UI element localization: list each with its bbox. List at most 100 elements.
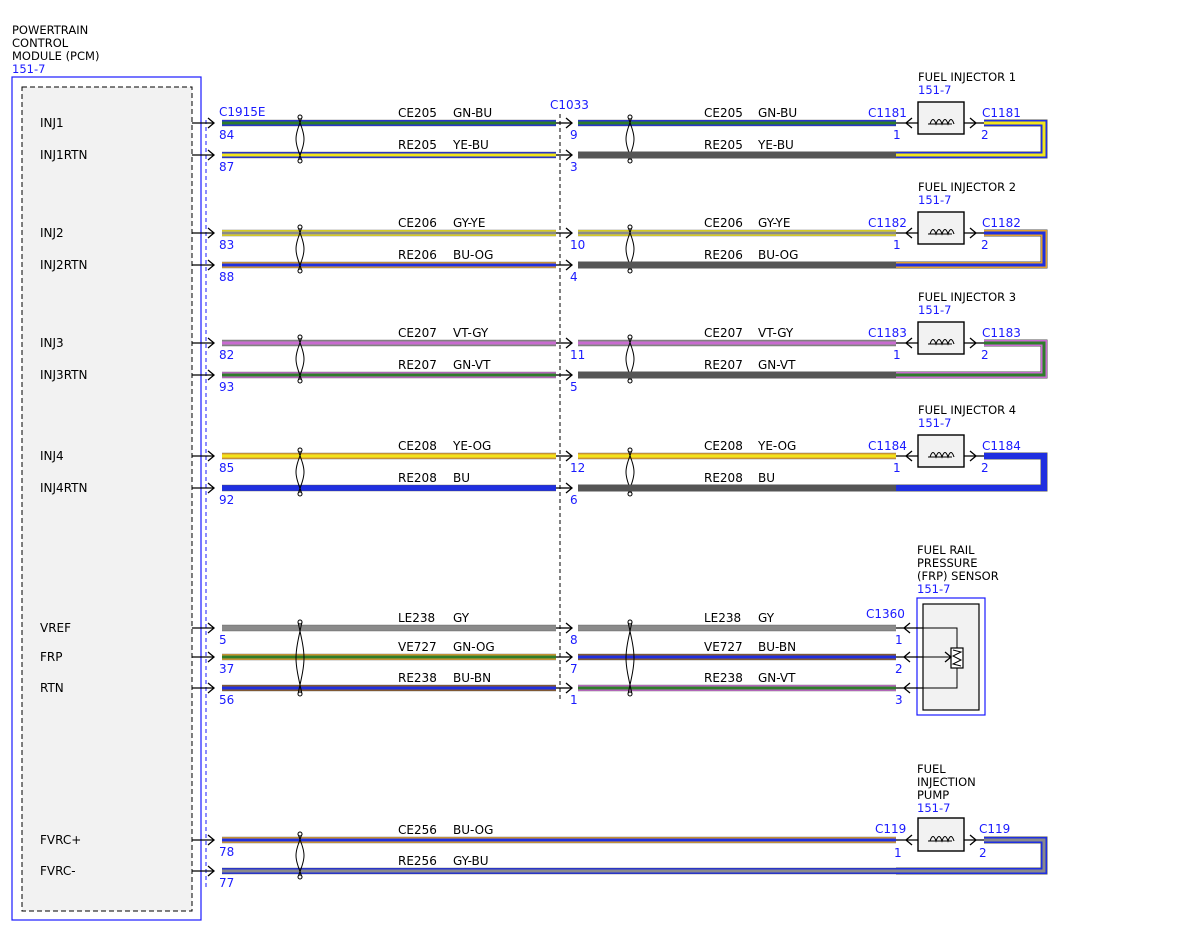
wire-frp-1-segment-b (578, 624, 896, 632)
wire-3-1-arrow-inline (565, 337, 574, 349)
wire-3-2-segment-a-core (222, 373, 556, 377)
wire-4-2-arrow-inline (565, 482, 574, 494)
injector-ref: 151-7 (918, 416, 951, 430)
wire-4-2-circuit-2: RE208 (704, 471, 743, 485)
twist-pcm-side-1-end-top (297, 114, 303, 120)
wire-frp-2-circuit-2: VE727 (704, 640, 743, 654)
loop-outline (578, 452, 1048, 492)
wire-frp-2-arrow-pcm (207, 651, 216, 663)
wire-frp-1-segment-a-core (222, 626, 556, 630)
wire-frp-1-circuit-2: LE238 (704, 611, 741, 625)
pcm-ref: 151-7 (12, 62, 45, 76)
wire-2-1-pin-name: INJ2 (40, 226, 64, 240)
injector-connector-right: C1181 (982, 106, 1021, 120)
wire-2-2-arrow-pcm (207, 259, 216, 271)
wire-frp-2-segment-a (222, 653, 556, 661)
injector-pin-2: 2 (981, 461, 989, 475)
wire-1-1-inline-pin: 9 (570, 128, 578, 142)
frp-arrow-2 (902, 651, 911, 663)
wire-frp-1-color: GY (453, 611, 470, 625)
wire-1-1-color-2: GN-BU (758, 106, 797, 120)
wire-frp-1-arrow-pcm (207, 622, 216, 634)
inline-connector: C1033 (550, 98, 589, 700)
injector-body (917, 321, 965, 355)
wire-2-1-segment-b-core (578, 231, 896, 235)
twist-pcm-side-3-end-top (297, 334, 303, 340)
wire-pump-2-segment (222, 867, 896, 875)
wire-3-1-segment-a-core (222, 341, 556, 345)
resistor-zigzag-icon (943, 649, 963, 667)
wire-frp-1-segment-b-core (578, 626, 896, 630)
wire-4-1-segment-a (222, 452, 556, 460)
frp-arrow-3 (902, 682, 911, 694)
wire-frp-3-circuit-2: RE238 (704, 671, 743, 685)
injector-connector-left: C1181 (868, 106, 907, 120)
wire-4-2-circuit: RE208 (398, 471, 437, 485)
wire-frp-3-arrow-inline (565, 682, 574, 694)
injector-connector-right: C1183 (982, 326, 1021, 340)
twist-injector-side-2-end-top (627, 224, 633, 230)
twist-pcm-side-2 (295, 226, 305, 272)
wire-frp-2-inline-pin: 7 (570, 662, 578, 676)
twist-injector-side-4-end-top (627, 447, 633, 453)
pump-loop-core (896, 838, 1046, 873)
pump-connector-left: C119 (875, 822, 906, 836)
wire-1-1-color: GN-BU (453, 106, 492, 120)
twist-frp-pcm-side-end-bottom (297, 691, 303, 697)
pump-pin-2: 2 (979, 846, 987, 860)
frp-pin-3: 3 (895, 693, 903, 707)
wire-2-1-arrow-pcm (207, 227, 216, 239)
pump-name-line-1: FUEL (917, 762, 946, 776)
wire-4-2-segment-a (222, 484, 556, 492)
wire-frp-2-pin-name: FRP (40, 650, 62, 664)
wire-2-1-inline-pin: 10 (570, 238, 585, 252)
twist-pump (295, 833, 305, 878)
frp-internal-traces (923, 627, 958, 689)
wire-frp-3-segment-b (578, 684, 896, 692)
wire-3-2-circuit: RE207 (398, 358, 437, 372)
pcm-connector-label: C1915E (219, 105, 266, 119)
pump-pin-1: 1 (894, 846, 902, 860)
wire-frp-2-segment-b-core (578, 655, 896, 659)
wire-frp-2-segment-b (578, 653, 896, 661)
wire-2-1-circuit: CE206 (398, 216, 437, 230)
wire-pump-1-segment (222, 836, 896, 844)
pump-connector-right: C119 (979, 822, 1010, 836)
twist-pump-end-top (297, 831, 303, 837)
wire-4-1-circuit-2: CE208 (704, 439, 743, 453)
wire-3-2-color-2: GN-VT (758, 358, 796, 372)
injector-connector-right: C1184 (982, 439, 1021, 453)
wire-2-2-segment-a (222, 261, 556, 269)
wire-1-2-pcm-pin: 87 (219, 160, 234, 174)
wire-frp-3-segment-b-core (578, 686, 896, 690)
injector-arrow-in (904, 337, 913, 349)
wire-pump-1-pin-name: FVRC+ (40, 833, 81, 847)
loop-core (896, 231, 1046, 267)
wire-3-1-pcm-pin: 82 (219, 348, 234, 362)
wire-4-1-circuit: CE208 (398, 439, 437, 453)
wire-2-2-color-2: BU-OG (758, 248, 798, 262)
twist-pcm-side-4-end-top (297, 447, 303, 453)
pcm-title-line-2: CONTROL (12, 36, 69, 50)
wire-2-1-arrow-inline (565, 227, 574, 239)
wire-frp-1-segment-a (222, 624, 556, 632)
twist-pcm-side-4-end-bottom (297, 491, 303, 497)
wire-pump-1-pcm-pin: 78 (219, 845, 234, 859)
twist-injector-side-3-end-bottom (627, 378, 633, 384)
coil-icon (928, 338, 955, 346)
injector-arrow-out (969, 337, 978, 349)
pump-coil-icon (928, 835, 955, 843)
wire-frp-3-segment-a-core (222, 686, 556, 690)
wire-1-1-pcm-pin: 84 (219, 128, 234, 142)
frp-name-line-2: PRESSURE (917, 556, 977, 570)
injector-return-loop (578, 339, 1048, 379)
wire-4-2-color-2: BU (758, 471, 775, 485)
wire-frp-1-circuit: LE238 (398, 611, 435, 625)
wire-1-1-circuit: CE205 (398, 106, 437, 120)
frp-arrow-1 (902, 622, 911, 634)
